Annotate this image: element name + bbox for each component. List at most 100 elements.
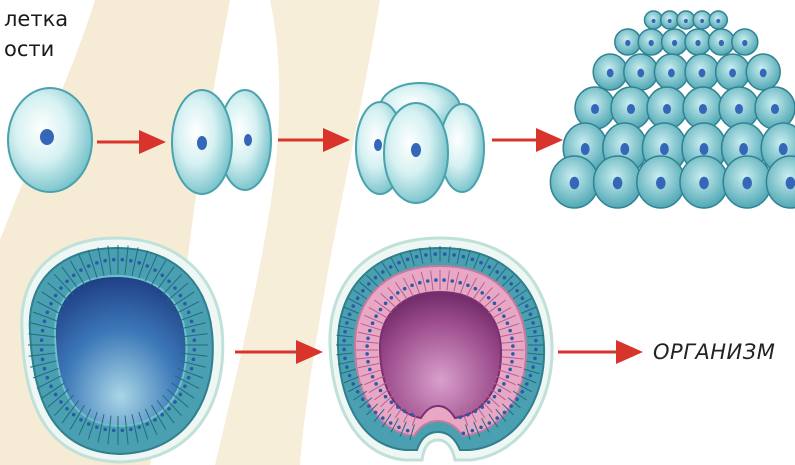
nucleus-icon xyxy=(443,252,447,256)
nucleus-icon xyxy=(403,409,407,413)
nucleus-icon xyxy=(760,69,767,78)
nucleus-icon xyxy=(695,40,700,46)
nucleus-icon xyxy=(649,40,654,46)
nucleus-icon xyxy=(356,390,360,394)
nucleus-icon xyxy=(442,278,446,282)
nucleus-icon xyxy=(450,279,454,283)
caption-line-1: летка xyxy=(4,4,68,34)
nucleus-icon xyxy=(46,310,50,314)
nucleus-icon xyxy=(509,404,513,408)
nucleus-icon xyxy=(480,405,484,409)
nucleus-icon xyxy=(663,104,671,114)
result-label: ОРГАНИЗМ xyxy=(653,340,775,364)
nucleus-icon xyxy=(40,348,44,352)
nucleus-icon xyxy=(525,382,529,386)
nucleus-icon xyxy=(173,400,177,404)
nucleus-icon xyxy=(173,286,177,290)
nucleus-icon xyxy=(433,252,437,256)
nucleus-icon xyxy=(361,397,365,401)
nucleus-icon xyxy=(503,276,507,280)
nucleus-icon xyxy=(72,273,76,277)
nucleus-icon xyxy=(65,279,69,283)
nucleus-icon xyxy=(153,268,157,272)
nucleus-icon xyxy=(87,422,91,426)
nucleus-icon xyxy=(509,282,513,286)
nucleus-icon xyxy=(452,253,456,257)
nucleus-icon xyxy=(521,296,525,300)
nucleus-icon xyxy=(49,385,53,389)
nucleus-icon xyxy=(742,40,747,46)
nucleus-icon xyxy=(699,69,706,78)
nucleus-icon xyxy=(533,330,537,334)
nucleus-icon xyxy=(521,390,525,394)
nucleus-icon xyxy=(474,287,478,291)
nucleus-icon xyxy=(656,177,666,189)
nucleus-icon xyxy=(348,313,352,317)
nucleus-icon xyxy=(493,302,497,306)
nucleus-icon xyxy=(591,104,599,114)
nucleus-icon xyxy=(59,400,63,404)
gastrula-stage xyxy=(330,238,552,460)
nucleus-icon xyxy=(462,255,466,259)
zygote-stage xyxy=(8,88,92,192)
nucleus-icon xyxy=(668,69,675,78)
nucleus-icon xyxy=(458,415,462,419)
nucleus-icon xyxy=(348,374,352,378)
nucleus-icon xyxy=(120,429,124,433)
nucleus-icon xyxy=(390,400,394,404)
nucleus-icon xyxy=(345,365,349,369)
nucleus-icon xyxy=(515,397,519,401)
nucleus-icon xyxy=(351,382,355,386)
nucleus-icon xyxy=(739,143,748,155)
nucleus-icon xyxy=(368,368,372,372)
nucleus-icon xyxy=(498,308,502,312)
nucleus-icon xyxy=(54,294,58,298)
nucleus-icon xyxy=(190,367,194,371)
nucleus-icon xyxy=(620,143,629,155)
nucleus-icon xyxy=(187,310,191,314)
nucleus-icon xyxy=(502,314,506,318)
nucleus-icon xyxy=(474,409,478,413)
nucleus-icon xyxy=(495,416,499,420)
nucleus-icon xyxy=(87,264,91,268)
nucleus-icon xyxy=(471,258,475,262)
nucleus-icon xyxy=(397,425,401,429)
nucleus-icon xyxy=(183,302,187,306)
nucleus-icon xyxy=(508,329,512,333)
nucleus-icon xyxy=(351,304,355,308)
nucleus-icon xyxy=(153,418,157,422)
nucleus-icon xyxy=(570,177,580,189)
nucleus-icon xyxy=(384,302,388,306)
nucleus-icon xyxy=(515,289,519,293)
nucleus-icon xyxy=(120,258,124,262)
nucleus-icon xyxy=(488,421,492,425)
nucleus-icon xyxy=(366,360,370,364)
nucleus-icon xyxy=(424,253,428,257)
nucleus-icon xyxy=(700,143,709,155)
nucleus-icon xyxy=(672,40,677,46)
nucleus-icon xyxy=(374,411,378,415)
nucleus-icon xyxy=(46,376,50,380)
nucleus-icon xyxy=(488,265,492,269)
nucleus-icon xyxy=(529,313,533,317)
nucleus-icon xyxy=(458,281,462,285)
nucleus-icon xyxy=(65,407,69,411)
nucleus-icon xyxy=(426,279,430,283)
nucleus-icon xyxy=(145,264,149,268)
nucleus-icon xyxy=(786,177,795,189)
nucleus-icon xyxy=(371,321,375,325)
nucleus-icon xyxy=(735,104,743,114)
nucleus-icon xyxy=(43,367,47,371)
nucleus-icon xyxy=(699,177,709,189)
nucleus-icon xyxy=(390,296,394,300)
nucleus-icon xyxy=(498,389,502,393)
nucleus-icon xyxy=(508,368,512,372)
nucleus-icon xyxy=(699,104,707,114)
nucleus-icon xyxy=(466,284,470,288)
nucleus-icon xyxy=(342,348,346,352)
nucleus-icon xyxy=(493,395,497,399)
nucleus-icon xyxy=(40,129,54,145)
nucleus-icon xyxy=(779,143,788,155)
nucleus-icon xyxy=(95,261,99,265)
nucleus-icon xyxy=(480,291,484,295)
